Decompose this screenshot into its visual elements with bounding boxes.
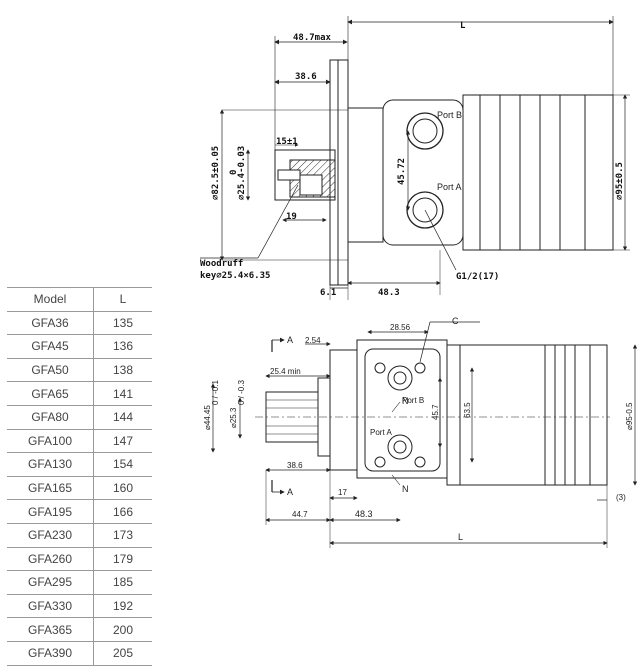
dim-dia-44-45: ⌀44.45 <box>203 405 212 430</box>
port-b-label-bottom: Port B <box>402 396 424 405</box>
dim-48-3-bottom: 48.3 <box>355 509 373 519</box>
model-cell: GFA45 <box>7 334 94 359</box>
dim-l-bottom: L <box>458 532 463 542</box>
port-b-label-top: Port B <box>437 110 462 120</box>
length-cell: 160 <box>93 476 152 501</box>
model-cell: GFA65 <box>7 381 94 406</box>
dim-28-56: 28.56 <box>390 323 411 332</box>
model-cell: GFA50 <box>7 358 94 383</box>
bottom-motor-view <box>210 321 638 548</box>
length-cell: 147 <box>93 429 152 454</box>
section-a-bottom-label: A <box>287 487 293 497</box>
dim-tol-44-45: 0 / -0.1 <box>211 380 220 405</box>
thread-label: G1/2(17) <box>456 272 499 282</box>
model-cell: GFA260 <box>7 547 94 572</box>
dim-dia-25-4-tol: 0 <box>229 170 239 175</box>
length-cell: 185 <box>93 570 152 595</box>
dim-2-54: 2.54 <box>305 336 321 345</box>
length-cell: 166 <box>93 499 152 524</box>
woodruff-label-1: Woodruff <box>200 259 243 269</box>
dim-tol-25-3: 0 / -0.3 <box>237 380 246 405</box>
port-a-label-top: Port A <box>437 182 462 192</box>
model-cell: GFA165 <box>7 476 94 501</box>
model-cell: GFA365 <box>7 617 94 642</box>
dim-dia-25-3: ⌀25.3 <box>229 407 238 428</box>
model-cell: GFA100 <box>7 429 94 454</box>
dim-dia-82-5: ⌀82.5±0.05 <box>211 146 221 200</box>
model-cell: GFA230 <box>7 523 94 548</box>
length-cell: 138 <box>93 358 152 383</box>
model-cell: GFA80 <box>7 405 94 430</box>
length-cell: 205 <box>93 641 152 666</box>
dim-l-top: L <box>460 21 466 31</box>
length-cell: 141 <box>93 381 152 406</box>
header-l: L <box>93 287 152 312</box>
header-model: Model <box>7 287 94 312</box>
dim-19: 19 <box>286 212 297 222</box>
callout-c-label: C <box>452 316 459 326</box>
dim-45-7: 45.7 <box>431 404 440 420</box>
n-top-label: N <box>402 396 409 406</box>
dim-45-72: 45.72 <box>397 158 407 185</box>
model-cell: GFA295 <box>7 570 94 595</box>
dim-44-7: 44.7 <box>292 510 308 519</box>
dim-dia-25-4: ⌀25.4-0.03 <box>237 146 247 200</box>
length-cell: 144 <box>93 405 152 430</box>
length-cell: 154 <box>93 452 152 477</box>
dim-dia-95-top: ⌀95±0.5 <box>615 162 625 200</box>
model-cell: GFA195 <box>7 499 94 524</box>
bottom-motor-labels: A A 2.54 28.56 25.4 min ⌀44.45 0 / -0.1 … <box>203 316 634 542</box>
section-a-top-label: A <box>287 335 293 345</box>
length-cell: 135 <box>93 311 152 336</box>
dim-17: 17 <box>338 488 347 497</box>
dim-48-3-top: 48.3 <box>378 288 400 298</box>
model-cell: GFA36 <box>7 311 94 336</box>
model-cell: GFA130 <box>7 452 94 477</box>
top-motor-view <box>200 16 630 300</box>
dim-63-5: 63.5 <box>463 402 472 418</box>
dim-15: 15±1 <box>276 137 298 147</box>
model-cell: GFA330 <box>7 594 94 619</box>
n-bottom-label: N <box>402 484 409 494</box>
length-cell: 136 <box>93 334 152 359</box>
length-cell: 192 <box>93 594 152 619</box>
length-cell: 200 <box>93 617 152 642</box>
dim-25-4-min: 25.4 min <box>270 367 301 376</box>
dim-38-6-bottom: 38.6 <box>287 461 303 470</box>
woodruff-label-2: key⌀25.4×6.35 <box>200 271 270 281</box>
length-cell: 179 <box>93 547 152 572</box>
dim-3: (3) <box>616 493 626 502</box>
model-cell: GFA390 <box>7 641 94 666</box>
length-cell: 173 <box>93 523 152 548</box>
dim-38-6-top: 38.6 <box>295 72 317 82</box>
dim-6-1: 6.1 <box>320 288 336 298</box>
dim-48-7max: 48.7max <box>293 33 332 43</box>
dim-dia-95-bottom: ⌀95-0.5 <box>625 402 634 430</box>
table-header-row: Model L <box>7 287 152 312</box>
port-a-label-bottom: Port A <box>370 428 392 437</box>
top-motor-labels: L 48.7max 38.6 15±1 19 6.1 48.3 ⌀82.5±0.… <box>200 21 625 298</box>
